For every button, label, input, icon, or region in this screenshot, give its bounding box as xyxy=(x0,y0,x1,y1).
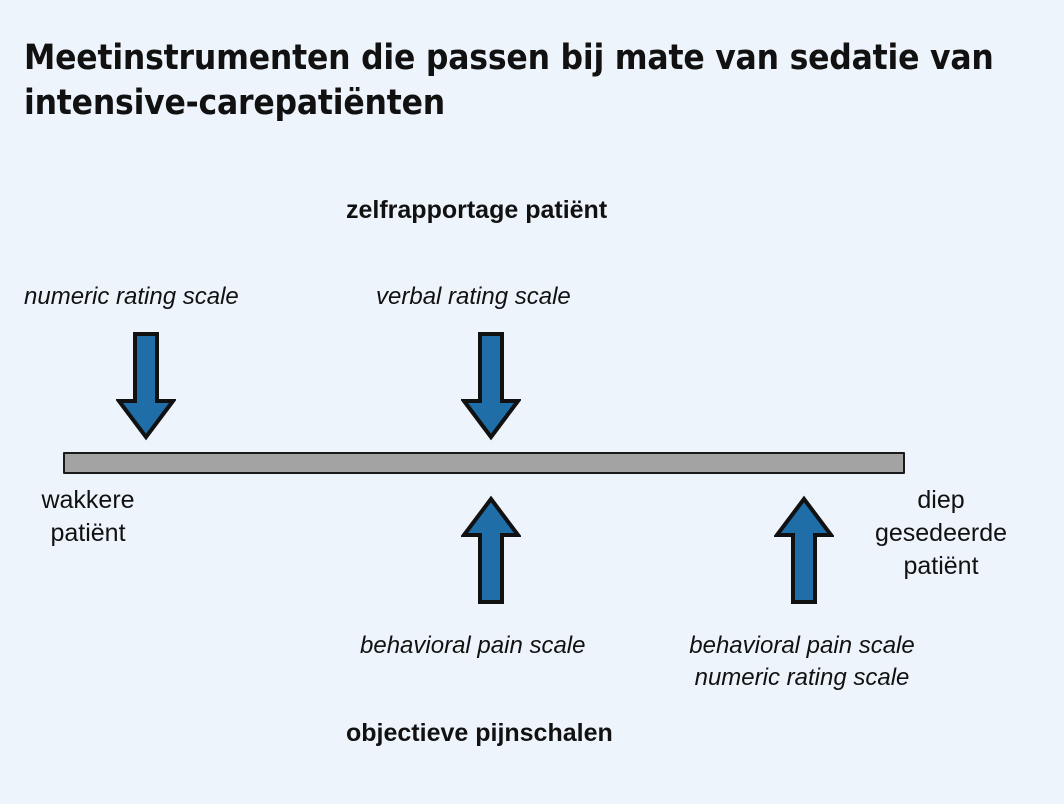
arrow-up-icon xyxy=(774,495,834,604)
arrow-down-icon xyxy=(461,332,521,441)
endpoint-label-deeply-sedated-patient: diep gesedeerde patiënt xyxy=(874,486,1008,580)
endpoint-label-awake-patient: wakkere patiënt xyxy=(41,486,135,547)
arrow-down-icon xyxy=(116,332,176,441)
label-numeric-rating-scale-awake: numeric rating scale xyxy=(24,283,239,310)
arrow-up-icon xyxy=(461,495,521,604)
group-caption-objective-pain-scales: objectieve pijnschalen xyxy=(346,719,613,747)
sedation-continuum-bar xyxy=(63,452,905,474)
label-verbal-rating-scale: verbal rating scale xyxy=(376,283,571,310)
label-behavioral-pain-scale-numeric-rating-scale: behavioral pain scale numeric rating sca… xyxy=(689,632,915,692)
group-caption-self-report: zelfrapportage patiënt xyxy=(346,196,608,224)
page-title: Meetinstrumenten die passen bij mate van… xyxy=(24,38,994,123)
label-behavioral-pain-scale: behavioral pain scale xyxy=(360,632,586,659)
